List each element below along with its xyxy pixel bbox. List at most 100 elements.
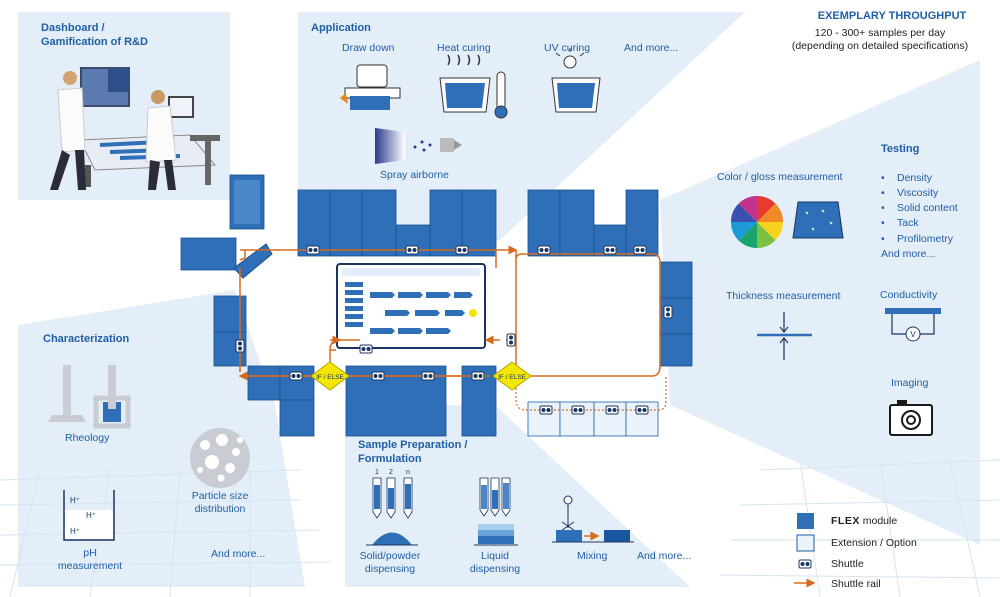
shuttle <box>306 245 320 255</box>
rheology-label: Rheology <box>65 432 110 444</box>
curved-rail-highlight <box>234 180 260 224</box>
testing-bullet: • <box>881 187 885 199</box>
flex-module <box>593 224 627 257</box>
throughput-line2: (depending on detailed specifications) <box>791 40 969 52</box>
legend-rail-label: Shuttle rail <box>831 578 881 590</box>
app-item-heat-curing: Heat curing <box>437 42 491 54</box>
conductivity-label: Conductivity <box>880 289 938 301</box>
application-title: Application <box>311 22 371 34</box>
shuttle <box>289 371 303 381</box>
legend-extension-label: Extension / Option <box>831 537 917 549</box>
shuttle <box>537 245 551 255</box>
throughput-title: EXEMPLARY THROUGHPUT <box>817 10 967 22</box>
legend-shuttle-icon <box>798 559 812 569</box>
camera-icon <box>889 400 933 436</box>
testing-title: Testing <box>881 143 920 155</box>
shuttle <box>633 245 647 255</box>
flex-module <box>329 189 363 257</box>
ph-label-2: measurement <box>57 560 123 572</box>
thickness-label: Thickness measurement <box>726 290 841 302</box>
flex-brand: FLEX <box>831 515 860 527</box>
color-gloss-label: Color / gloss measurement <box>717 171 843 183</box>
testing-bullet: • <box>881 202 885 214</box>
legend-flex-label: FLEX module <box>831 515 897 527</box>
characterization-title: Characterization <box>43 333 130 345</box>
ph-beaker-icon: H⁺ H⁺ H⁺ <box>63 490 115 541</box>
legend-extension-swatch <box>796 534 815 552</box>
color-wheel-icon <box>731 195 783 249</box>
mixing-icon <box>552 495 634 543</box>
flex-module <box>559 189 595 257</box>
shuttle <box>571 405 585 415</box>
flex-module <box>213 295 247 333</box>
svg-text:V: V <box>910 330 916 339</box>
spray-airborne-label: Spray airborne <box>380 169 449 181</box>
solid-label-1: Solid/powder <box>359 550 421 562</box>
flex-module <box>625 189 659 257</box>
flex-module <box>279 399 315 437</box>
shuttle <box>663 305 673 319</box>
testing-bullet: • <box>881 217 885 229</box>
testing-item: Solid content <box>897 202 958 214</box>
liquid-label-1: Liquid <box>480 550 510 562</box>
flex-module <box>527 189 561 257</box>
liquid-dispensing-icon <box>474 477 518 546</box>
legend-shuttle-label: Shuttle <box>831 558 864 570</box>
vial-number: 1 <box>375 469 379 476</box>
imaging-label: Imaging <box>891 377 929 389</box>
flex-suffix: module <box>859 515 898 527</box>
flex-module <box>279 365 315 401</box>
flex-module <box>659 261 693 299</box>
testing-more: And more... <box>881 248 936 260</box>
testing-bullet: • <box>881 233 885 245</box>
optional-rail <box>515 376 667 411</box>
dashboard-title-1: Dashboard / <box>41 22 105 34</box>
flex-module <box>659 333 693 367</box>
app-item-more: And more... <box>624 42 679 54</box>
decision-right-label: IF / ELSE <box>498 374 526 381</box>
shuttle <box>506 333 516 347</box>
dashboard-photo <box>50 67 220 190</box>
particle-label-1: Particle size <box>191 490 249 502</box>
heat-curing-icon <box>439 54 508 119</box>
control-software-screen <box>336 263 486 349</box>
gloss-sample-icon <box>792 201 844 239</box>
vial-number: 2 <box>389 469 393 476</box>
testing-item: Viscosity <box>897 187 939 199</box>
legend-flex-swatch <box>797 513 814 529</box>
decision-right: IF / ELSE <box>492 361 532 391</box>
shuttle <box>405 245 419 255</box>
flex-module <box>297 189 331 257</box>
shuttle <box>635 405 649 415</box>
shuttle <box>371 371 385 381</box>
sample-prep-title-1: Sample Preparation / <box>358 439 468 451</box>
throughput-line1: 120 - 300+ samples per day <box>814 27 946 39</box>
draw-down-icon <box>340 64 401 110</box>
decision-left-label: IF / ELSE <box>316 374 344 381</box>
app-item-draw-down: Draw down <box>342 42 395 54</box>
uv-curing-icon <box>551 48 601 113</box>
thickness-icon <box>757 312 812 360</box>
spray-airborne-icon <box>375 128 462 164</box>
solid-powder-dispensing-icon: 1 2 n <box>366 469 418 546</box>
shuttle <box>421 371 435 381</box>
testing-item: Density <box>897 172 933 184</box>
shuttle <box>235 339 245 353</box>
flex-module <box>429 189 463 257</box>
characterization-more: And more... <box>211 548 266 560</box>
rheology-icon <box>48 365 131 429</box>
shuttle <box>359 344 373 354</box>
particle-label-2: distribution <box>194 503 246 515</box>
flex-module <box>461 189 497 257</box>
liquid-label-2: dispensing <box>469 563 521 575</box>
flex-module <box>247 365 281 401</box>
testing-item: Profilometry <box>897 233 954 245</box>
dashboard-title-2: Gamification of R&D <box>41 36 148 48</box>
flex-module <box>361 189 397 257</box>
ph-mark: H⁺ <box>70 527 80 536</box>
sample-prep-title-2: Formulation <box>358 453 422 465</box>
shuttle <box>605 405 619 415</box>
shuttle <box>539 405 553 415</box>
shuttle <box>603 245 617 255</box>
